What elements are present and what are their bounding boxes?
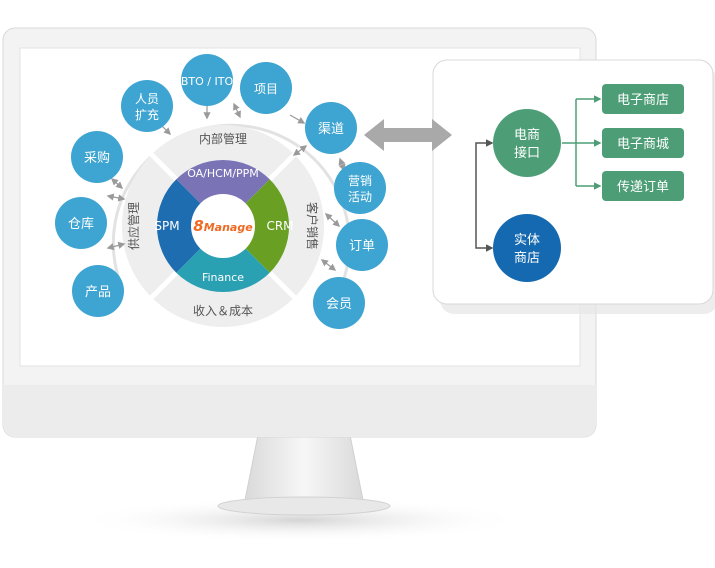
satellite-project-label: 项目 bbox=[254, 82, 278, 96]
ring-label-left: 供应管理 bbox=[126, 202, 141, 250]
satellite-marketing-line2: 活动 bbox=[348, 190, 372, 204]
satellite-channel-label: 渠道 bbox=[318, 122, 344, 137]
satellite-connectors bbox=[106, 93, 346, 271]
satellite-hr: 人员 扩充 bbox=[121, 80, 173, 132]
physical-line1: 实体 bbox=[514, 233, 540, 248]
satellite-warehouse-label: 仓库 bbox=[68, 216, 94, 232]
double-arrow-icon bbox=[364, 119, 452, 151]
segment-top bbox=[176, 159, 270, 211]
segment-bottom bbox=[176, 241, 270, 293]
satellite-order: 订单 bbox=[336, 219, 388, 271]
satellite-warehouse: 仓库 bbox=[55, 197, 107, 249]
segment-right bbox=[238, 179, 290, 273]
output-emall: 电子商城 bbox=[602, 128, 684, 158]
satellite-product-label: 产品 bbox=[85, 285, 111, 300]
segment-top-label: OA/HCM/PPM bbox=[187, 167, 259, 180]
output-order-delivery: 传递订单 bbox=[602, 171, 684, 201]
segment-left-label: SPM bbox=[154, 219, 179, 233]
satellite-purchase: 采购 bbox=[71, 131, 123, 183]
segment-left bbox=[156, 179, 208, 273]
satellite-hr-line2: 扩充 bbox=[135, 107, 159, 122]
satellite-purchase-label: 采购 bbox=[84, 150, 110, 166]
brand-logo: 8Manage bbox=[193, 217, 253, 235]
satellite-member-label: 会员 bbox=[326, 297, 352, 312]
satellite-product: 产品 bbox=[72, 265, 124, 317]
physical-store-node: 实体 商店 bbox=[493, 214, 561, 282]
ecommerce-line2: 接口 bbox=[514, 145, 540, 161]
ring-label-top: 内部管理 bbox=[199, 131, 247, 146]
output-emall-label: 电子商城 bbox=[617, 137, 669, 152]
brand-prefix: 8 bbox=[193, 217, 203, 235]
satellite-marketing-line1: 营销 bbox=[348, 174, 372, 188]
satellite-hr-line1: 人员 bbox=[135, 92, 159, 106]
ecommerce-line1: 电商 bbox=[514, 128, 540, 143]
core-donut bbox=[156, 159, 290, 293]
brand-name: Manage bbox=[204, 221, 253, 234]
svg-text:8Manage: 8Manage bbox=[193, 217, 253, 235]
satellite-member: 会员 bbox=[313, 277, 365, 329]
segment-right-label: CRM bbox=[266, 219, 293, 233]
segment-bottom-label: Finance bbox=[202, 271, 244, 284]
satellite-bto: BTO / ITO bbox=[181, 54, 234, 106]
satellite-project: 项目 bbox=[240, 62, 292, 114]
physical-line2: 商店 bbox=[514, 251, 540, 266]
satellite-bto-label: BTO / ITO bbox=[181, 75, 234, 88]
output-order-delivery-label: 传递订单 bbox=[617, 180, 669, 195]
satellite-order-label: 订单 bbox=[349, 239, 375, 254]
ring-label-bottom: 收入＆成本 bbox=[193, 304, 253, 318]
output-eshop: 电子商店 bbox=[602, 84, 684, 114]
output-eshop-label: 电子商店 bbox=[617, 93, 669, 108]
satellite-marketing: 营销 活动 bbox=[334, 162, 386, 214]
ring-label-right: 客户销售 bbox=[305, 202, 320, 250]
satellite-channel: 渠道 bbox=[305, 102, 357, 154]
monitor-stand bbox=[75, 434, 525, 542]
panel-connectors bbox=[475, 95, 602, 252]
ecommerce-interface-node: 电商 接口 bbox=[493, 109, 561, 177]
